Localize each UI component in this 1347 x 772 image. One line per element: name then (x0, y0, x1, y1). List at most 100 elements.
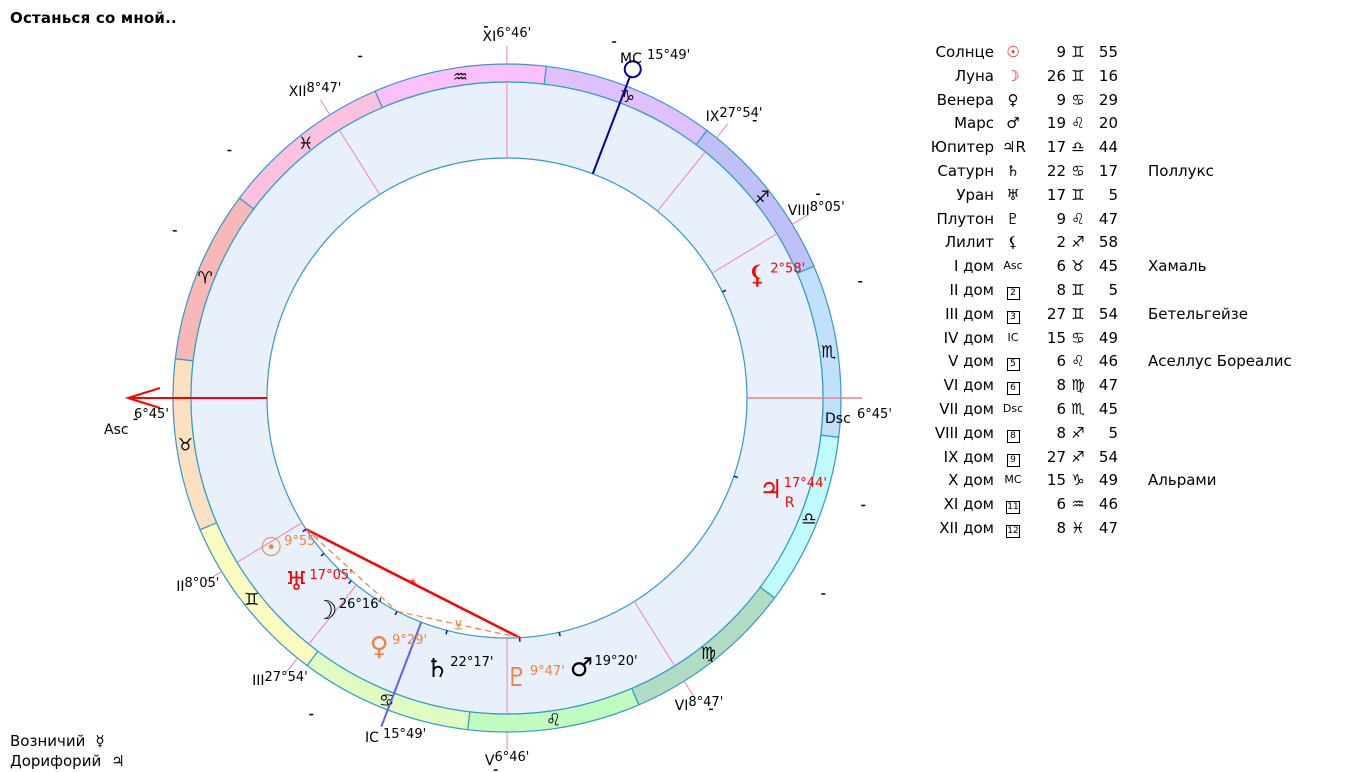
house-box-icon: 11 (1002, 493, 1024, 515)
sign-icon: ♏ (1071, 400, 1085, 418)
aspect-mark-icon: * (410, 577, 417, 592)
row-minutes: 46 (1098, 352, 1118, 371)
house-number: 12 (1006, 525, 1020, 538)
house-cusp-line (206, 571, 222, 582)
sign-icon: ♓ (1071, 519, 1085, 537)
sign-icon: ♐ (1071, 423, 1085, 442)
house-number: III (252, 673, 264, 689)
zodiac-sign-icon: ♈ (198, 269, 213, 289)
pluto-icon: ♇ (505, 663, 528, 693)
sign-icon: ♊ (1071, 185, 1085, 204)
zodiac-sign-icon: ♌ (546, 711, 561, 731)
row-minutes: 49 (1098, 471, 1118, 490)
planet-tick (445, 630, 448, 635)
uranus-icon: ♅ (285, 567, 308, 597)
row-label: XI дом (943, 495, 994, 514)
row-minutes: 58 (1098, 233, 1118, 252)
zodiac-sign-icon: ♉ (178, 436, 193, 456)
house-cusp-line (683, 680, 695, 697)
row-minutes: 44 (1098, 138, 1118, 157)
house-box-icon: 9 (1002, 446, 1024, 468)
planet-glyph-icon: ♀ (1007, 90, 1019, 109)
row-degrees: 17 (1046, 138, 1066, 157)
planet-degree: 17°44' (784, 476, 827, 491)
zodiac-sign-icon: ♋ (379, 691, 394, 711)
row-label: X дом (948, 471, 994, 490)
table-row: Марс♂19♌20 (900, 112, 1320, 134)
planet-glyph-icon: ⚸ (1007, 233, 1019, 252)
marker-dot (133, 418, 138, 421)
zodiac-sign-icon: ♊ (244, 590, 259, 610)
zodiac-sign-icon: ♓ (298, 134, 313, 154)
house-number: XI (483, 29, 497, 45)
row-degrees: 6 (1056, 352, 1066, 371)
house-degree: 8°05' (810, 200, 845, 215)
planet-tick (348, 580, 352, 585)
house-degree: 6°46' (494, 750, 529, 765)
row-minutes: 5 (1108, 423, 1118, 442)
planet-degree: 9°29' (392, 633, 427, 648)
fixed-star: Хамаль (1148, 257, 1207, 276)
house-cusp-line (308, 584, 357, 645)
ascendant-arrow-icon (124, 387, 161, 409)
row-label: VIII дом (934, 423, 994, 442)
planet-tick (558, 632, 561, 637)
house-cusp-label: XI6°46' (483, 26, 532, 45)
fixed-star: Поллукс (1148, 162, 1214, 180)
house-cusp-line (338, 129, 381, 195)
legend-item: Возничий☿ (10, 731, 135, 751)
table-row: Плутон♇9♌47 (900, 208, 1320, 230)
row-degrees: 2 (1056, 233, 1066, 252)
aspect-mark-icon: ⊻ (454, 618, 464, 633)
table-row: Лилит ⚸ 2 ♐ 58 (900, 231, 1320, 253)
row-degrees: 19 (1046, 114, 1066, 133)
house-box-icon: 2 (1002, 279, 1024, 301)
zodiac-sign-icon: ♍ (701, 644, 716, 664)
asc-label: Asc (104, 422, 129, 438)
mc-label: MC (620, 51, 642, 67)
row-degrees: 6 (1056, 400, 1066, 418)
house-cusp-label: VI8°47' (675, 695, 724, 714)
house-number: VIII (788, 203, 810, 219)
retrograde-mark: R (785, 495, 795, 511)
house-cusp-line (792, 214, 808, 225)
row-minutes: 47 (1098, 519, 1118, 537)
planet-glyph-icon: Asc (1003, 259, 1023, 273)
planet-glyph-icon: ♇ (1006, 209, 1020, 228)
row-label: IV дом (943, 328, 994, 347)
house-cusp-line (657, 151, 706, 212)
planet-tick (394, 610, 398, 616)
row-degrees: 6 (1056, 257, 1066, 276)
row-minutes: 29 (1098, 90, 1118, 109)
row-degrees: 17 (1046, 185, 1066, 204)
sign-icon: ♊ (1071, 304, 1085, 323)
jupiter-icon: ♃ (111, 752, 125, 770)
row-label: Юпитер (930, 138, 994, 157)
marker-dot (816, 193, 821, 196)
table-row: Солнце☉9♊55 (900, 41, 1320, 63)
venus-icon: ♀ (370, 632, 389, 662)
sign-icon: ♌ (1071, 209, 1085, 228)
house-number: 2 (1006, 287, 1020, 300)
row-label: VI дом (943, 376, 994, 395)
planet-degree: 2°58' (770, 262, 805, 277)
row-degrees: 8 (1056, 423, 1066, 442)
sign-icon: ♌ (1071, 352, 1085, 371)
table-row: Луна☽26♊16 (900, 65, 1320, 87)
row-label: V дом (948, 352, 994, 371)
table-row: Уран♅17♊5 (900, 184, 1320, 206)
inner-circle (266, 157, 748, 639)
aspect-line (396, 610, 520, 639)
sign-icon: ♐ (1071, 233, 1085, 252)
row-minutes: 55 (1098, 43, 1118, 61)
row-minutes: 47 (1098, 209, 1118, 228)
row-minutes: 54 (1098, 304, 1118, 323)
row-label: Лилит (944, 233, 994, 252)
